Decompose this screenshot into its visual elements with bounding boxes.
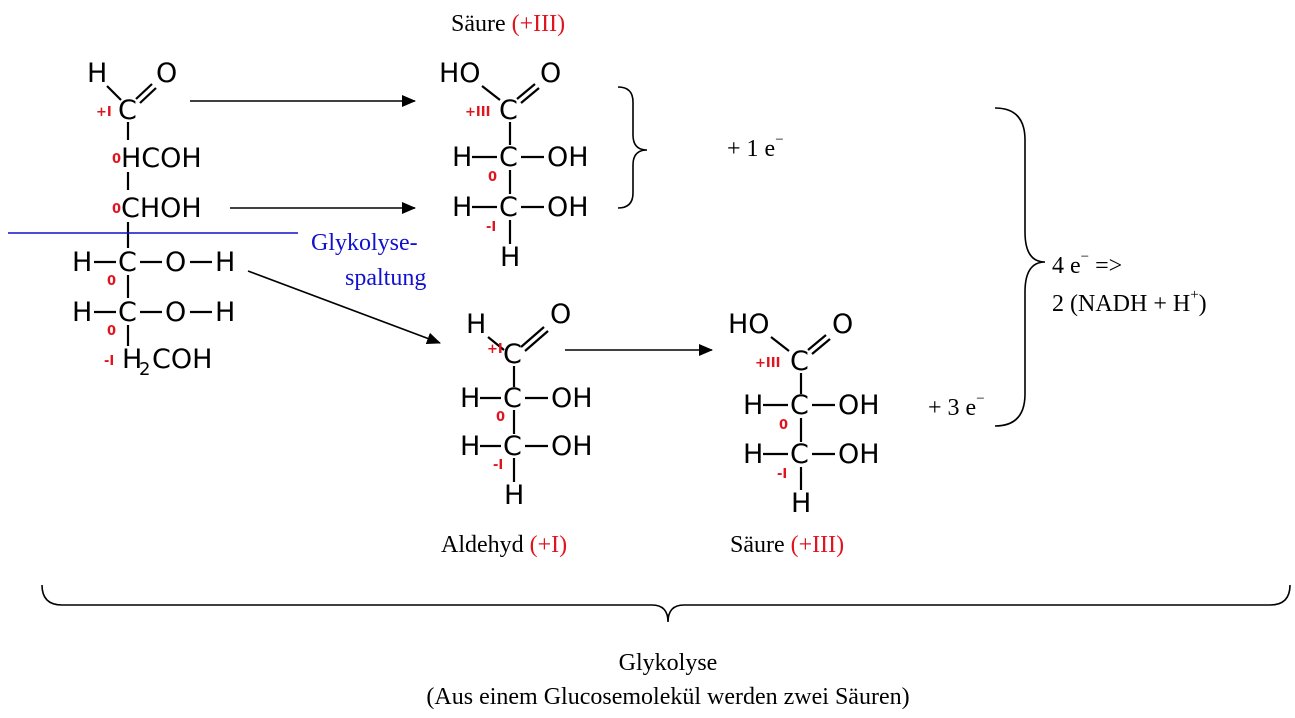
brace-small: [617, 86, 648, 209]
acid1-ho: HO: [439, 58, 481, 89]
glucose-ox-c5: 0: [107, 324, 116, 339]
glucose-ox-c4: 0: [107, 274, 116, 289]
aldehyde-bond-c1-o-a: [520, 326, 545, 348]
glucose-c5-o: O: [165, 297, 186, 328]
acid2-c2-h: H: [743, 390, 763, 421]
acid2-c2-oh: OH: [838, 390, 880, 421]
glucose-c5: C: [118, 297, 137, 328]
cleavage-label-line1: Glykolyse-: [311, 230, 418, 256]
acid2-ox-c2: 0: [779, 418, 788, 433]
aldehyde-c1: C: [503, 339, 522, 370]
glucose-c6-h: H: [122, 344, 142, 375]
aldehyde-molecule: H O +I C H C OH 0 H C OH -I H: [460, 299, 593, 511]
aldehyde-c3-oh: OH: [551, 431, 593, 462]
acid1-c3-oh: OH: [547, 192, 589, 223]
glucose-c1: C: [118, 95, 137, 126]
glucose-c6-coh: COH: [152, 344, 212, 375]
acid1-c1: C: [499, 95, 518, 126]
acid-molecule-top: HO O +III C H C OH 0 H C OH -I H: [439, 58, 589, 273]
glucose-ox-c3: 0: [112, 202, 121, 217]
acid1-bond-c1-o-a: [516, 83, 536, 100]
aldehyde-h: H: [466, 309, 486, 340]
glucose-ox-c6: -I: [104, 354, 114, 369]
acid-bottom-label: Säure (+III): [730, 532, 844, 558]
glucose-c4-oh-h: H: [215, 247, 235, 278]
glucose-c4: C: [118, 247, 137, 278]
acid-molecule-bottom: HO O +III C H C OH 0 H C OH -I H: [728, 309, 880, 519]
acid1-c3-h-bottom: H: [500, 242, 520, 273]
aldehyde-c2: C: [503, 383, 522, 414]
glucose-c2-hcoh: HCOH: [121, 143, 202, 174]
brace-large: [994, 107, 1046, 427]
acid2-c3-oh: OH: [838, 439, 880, 470]
glucose-c6-sub2: 2: [139, 359, 150, 380]
acid2-c1: C: [790, 346, 809, 377]
acid1-ox-c3: -I: [486, 220, 496, 235]
acid1-c3-h: H: [452, 192, 472, 223]
glucose-c1-h: H: [87, 58, 107, 89]
aldehyde-ox-c2: 0: [496, 410, 505, 425]
acid-top-label: Säure (+III): [451, 11, 565, 37]
glucose-c5-oh-h: H: [215, 297, 235, 328]
acid2-o: O: [832, 309, 853, 340]
aldehyde-label: Aldehyd (+I): [441, 532, 567, 558]
acid1-c3: C: [499, 192, 518, 223]
acid1-o: O: [540, 58, 561, 89]
glucose-c4-h: H: [72, 247, 92, 278]
acid2-c3-h-bottom: H: [791, 488, 811, 519]
glucose-molecule: H O +I C 0 HCOH 0 CHOH H C O H 0 H C O H…: [72, 58, 235, 380]
aldehyde-c2-h: H: [460, 383, 480, 414]
electrons-bottom-label: + 3 e−: [928, 391, 985, 421]
acid2-c3-h: H: [743, 439, 763, 470]
glucose-ox-c2: 0: [112, 152, 121, 167]
footer-title: Glykolyse: [619, 650, 718, 676]
glucose-bond-c1-o-b: [139, 87, 157, 104]
aldehyde-bond-c1-o-b: [524, 330, 549, 352]
acid1-bond-c1-oh: [481, 85, 501, 101]
glucose-ox-c1: +I: [96, 105, 112, 120]
nadh-label: 2 (NADH + H+): [1052, 287, 1207, 317]
acid2-c2: C: [790, 390, 809, 421]
acid1-ox-c2: 0: [488, 170, 497, 185]
acid1-c2: C: [499, 142, 518, 173]
acid2-ox-c1: +III: [755, 356, 780, 371]
glucose-bond-c1-o-a: [135, 83, 153, 100]
electrons-top-label: + 1 e−: [727, 132, 784, 162]
glucose-c3-choh: CHOH: [121, 193, 202, 224]
acid1-c2-h: H: [452, 142, 472, 173]
aldehyde-bond-c1-h: [487, 336, 505, 351]
aldehyde-c3-h-bottom: H: [504, 480, 524, 511]
aldehyde-ox-c3: -I: [493, 458, 503, 473]
glucose-c1-o: O: [156, 58, 177, 89]
acid2-bond-c1-o-b: [811, 338, 831, 355]
acid2-ox-c3: -I: [777, 467, 787, 482]
arrow-to-aldehyde: [247, 270, 441, 345]
footer-subtitle: (Aus einem Glucosemolekül werden zwei Sä…: [426, 684, 909, 710]
aldehyde-c3-h: H: [460, 431, 480, 462]
acid2-c3: C: [790, 439, 809, 470]
aldehyde-c2-oh: OH: [551, 383, 593, 414]
total-electrons-label: 4 e− =>: [1052, 249, 1122, 279]
brace-bottom: [41, 584, 1291, 623]
acid1-c2-oh: OH: [547, 142, 589, 173]
acid2-bond-c1-oh: [770, 336, 790, 352]
aldehyde-c3: C: [503, 431, 522, 462]
glucose-c5-h: H: [72, 297, 92, 328]
acid2-ho: HO: [728, 309, 770, 340]
cleavage-label-line2: spaltung: [345, 265, 426, 291]
acid1-ox-c1: +III: [465, 105, 490, 120]
aldehyde-o: O: [550, 299, 571, 330]
aldehyde-ox-c1: +I: [487, 342, 503, 357]
glucose-bond-c1-h: [106, 85, 122, 101]
acid2-bond-c1-o-a: [807, 334, 827, 351]
glucose-c4-o: O: [165, 247, 186, 278]
acid1-bond-c1-o-b: [520, 87, 540, 104]
